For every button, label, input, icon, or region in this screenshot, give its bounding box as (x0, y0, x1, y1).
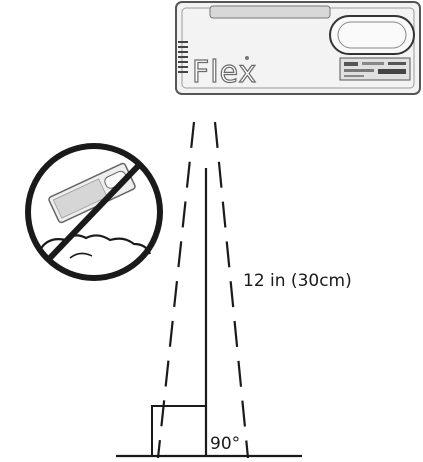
device-label-plate (339, 57, 411, 81)
grip-vents (178, 41, 188, 73)
device-brand-text: Flex (192, 55, 257, 90)
scan-beam (156, 121, 250, 459)
prohibit-circle (25, 143, 163, 281)
prohibit-slash (45, 161, 143, 263)
surface-outline (39, 234, 152, 255)
scanner-device: Flex (175, 1, 421, 95)
angle-label: 90° (210, 434, 240, 454)
prohibited-angle-sign (25, 143, 163, 281)
distance-label: 12 in (30cm) (243, 271, 352, 291)
beam-right-edge (213, 121, 250, 459)
beam-left-edge (156, 121, 196, 459)
